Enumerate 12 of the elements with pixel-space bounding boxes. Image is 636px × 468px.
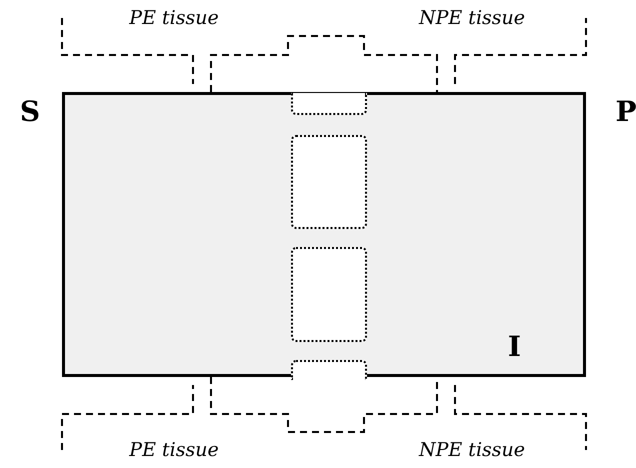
specimen-block	[62, 92, 586, 377]
tissue-label: PE tissue	[129, 7, 219, 29]
side-letter: S	[20, 97, 40, 127]
tissue-label: NPE tissue	[419, 7, 525, 29]
dotted-region	[291, 135, 367, 229]
tissue-label: NPE tissue	[419, 439, 525, 461]
dotted-region	[291, 247, 367, 342]
dotted-region	[291, 360, 367, 380]
region-letter: I	[508, 332, 521, 362]
dotted-region	[291, 93, 367, 115]
tissue-label: PE tissue	[129, 439, 219, 461]
side-letter: P	[615, 97, 636, 127]
